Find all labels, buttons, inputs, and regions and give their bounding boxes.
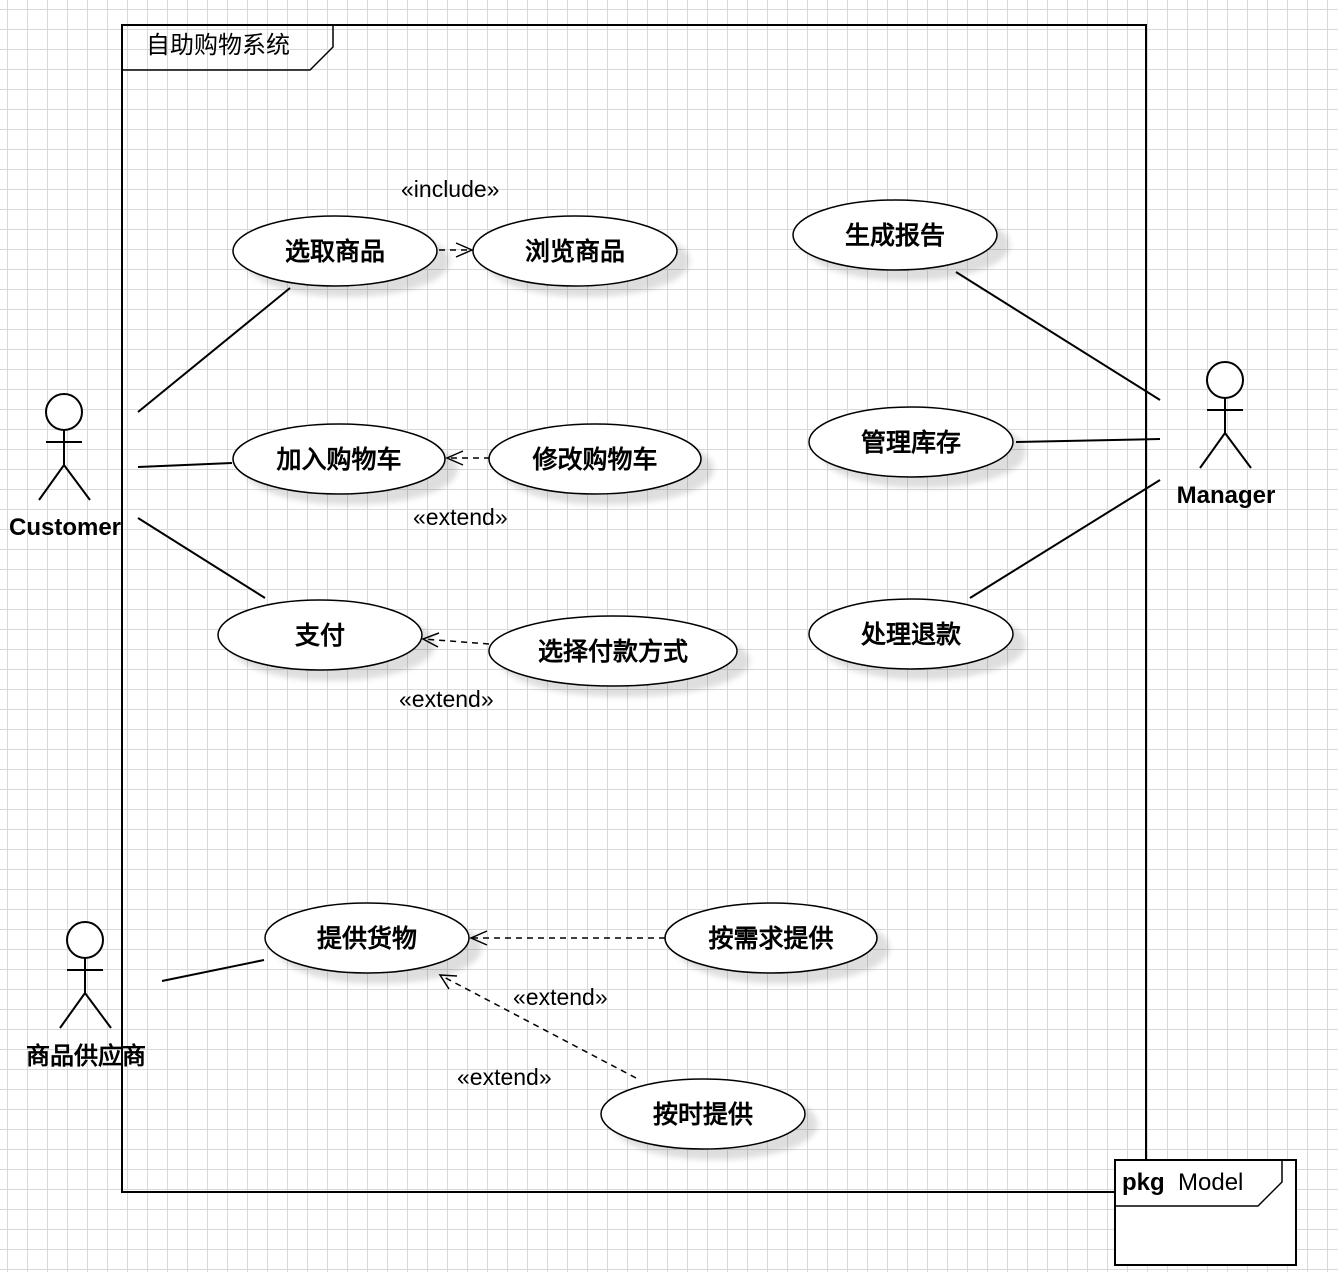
use-case-select-goods[interactable]: 选取商品: [232, 215, 438, 287]
use-case-pay-label: 支付: [295, 622, 345, 650]
use-case-supply-goods-label: 提供货物: [317, 924, 417, 953]
use-case-select-goods-label: 选取商品: [285, 237, 385, 266]
assoc-customer-select-goods[interactable]: [137, 287, 291, 413]
stereotype-extend-on-time: «extend»: [457, 1064, 552, 1090]
use-case-generate-report-label: 生成报告: [845, 222, 945, 250]
assoc-manager-generate-report[interactable]: [955, 271, 1161, 401]
extend-arrow-on-time-supply[interactable]: [438, 974, 637, 1079]
actor-manager[interactable]: Manager: [1177, 361, 1276, 509]
use-case-modify-cart[interactable]: 修改购物车: [488, 423, 702, 495]
use-case-supply-on-time[interactable]: 按时提供: [600, 1078, 806, 1150]
actor-customer-label: Customer: [9, 514, 121, 541]
use-case-handle-refund-label: 处理退款: [860, 621, 962, 649]
package-frame[interactable]: pkg Model: [1114, 1159, 1297, 1266]
extend-arrow-on-demand-supply[interactable]: [469, 930, 665, 946]
stereotype-extend-payment: «extend»: [399, 686, 494, 712]
use-case-supply-on-time-label: 按时提供: [653, 1100, 753, 1129]
system-title: 自助购物系统: [146, 32, 290, 59]
assoc-manager-handle-refund[interactable]: [969, 479, 1161, 599]
package-keyword: pkg: [1122, 1169, 1165, 1196]
stick-figure-icon: [59, 921, 112, 1029]
actor-customer[interactable]: Customer: [9, 393, 121, 541]
stereotype-extend-on-demand: «extend»: [513, 984, 608, 1010]
assoc-supplier-supply-goods[interactable]: [161, 959, 265, 982]
use-case-manage-inventory[interactable]: 管理库存: [808, 406, 1014, 478]
actor-manager-label: Manager: [1177, 482, 1276, 509]
package-name: Model: [1178, 1169, 1243, 1196]
stick-figure-icon: [1199, 361, 1252, 469]
use-case-choose-payment-label: 选择付款方式: [538, 637, 688, 666]
use-case-pay[interactable]: 支付: [217, 599, 423, 671]
stereotype-include-browse: «include»: [401, 176, 499, 202]
use-case-add-cart-label: 加入购物车: [275, 445, 401, 474]
assoc-customer-pay[interactable]: [137, 517, 266, 599]
actor-supplier[interactable]: 商品供应商: [26, 921, 146, 1070]
use-case-browse-goods[interactable]: 浏览商品: [472, 215, 678, 287]
system-boundary[interactable]: 自助购物系统: [121, 24, 1147, 1193]
include-arrow-select-browse[interactable]: [439, 242, 474, 258]
use-case-choose-payment[interactable]: 选择付款方式: [488, 615, 738, 687]
actor-supplier-label: 商品供应商: [26, 1042, 146, 1070]
use-case-generate-report[interactable]: 生成报告: [792, 199, 998, 271]
use-case-browse-goods-label: 浏览商品: [525, 237, 625, 266]
extend-arrow-modify-add-cart[interactable]: [445, 450, 490, 466]
use-case-supply-goods[interactable]: 提供货物: [264, 902, 470, 974]
use-case-supply-on-demand[interactable]: 按需求提供: [664, 902, 878, 974]
assoc-manager-manage-inventory[interactable]: [1015, 438, 1161, 443]
stereotype-extend-modify-cart: «extend»: [413, 504, 508, 530]
stick-figure-icon: [38, 393, 91, 501]
use-case-manage-inventory-label: 管理库存: [861, 428, 961, 457]
use-case-handle-refund[interactable]: 处理退款: [808, 598, 1014, 670]
assoc-customer-add-cart[interactable]: [137, 462, 233, 468]
use-case-add-cart[interactable]: 加入购物车: [232, 423, 446, 495]
use-case-modify-cart-label: 修改购物车: [531, 445, 657, 474]
extend-arrow-payment-pay[interactable]: [421, 632, 490, 648]
use-case-supply-on-demand-label: 按需求提供: [708, 924, 833, 953]
